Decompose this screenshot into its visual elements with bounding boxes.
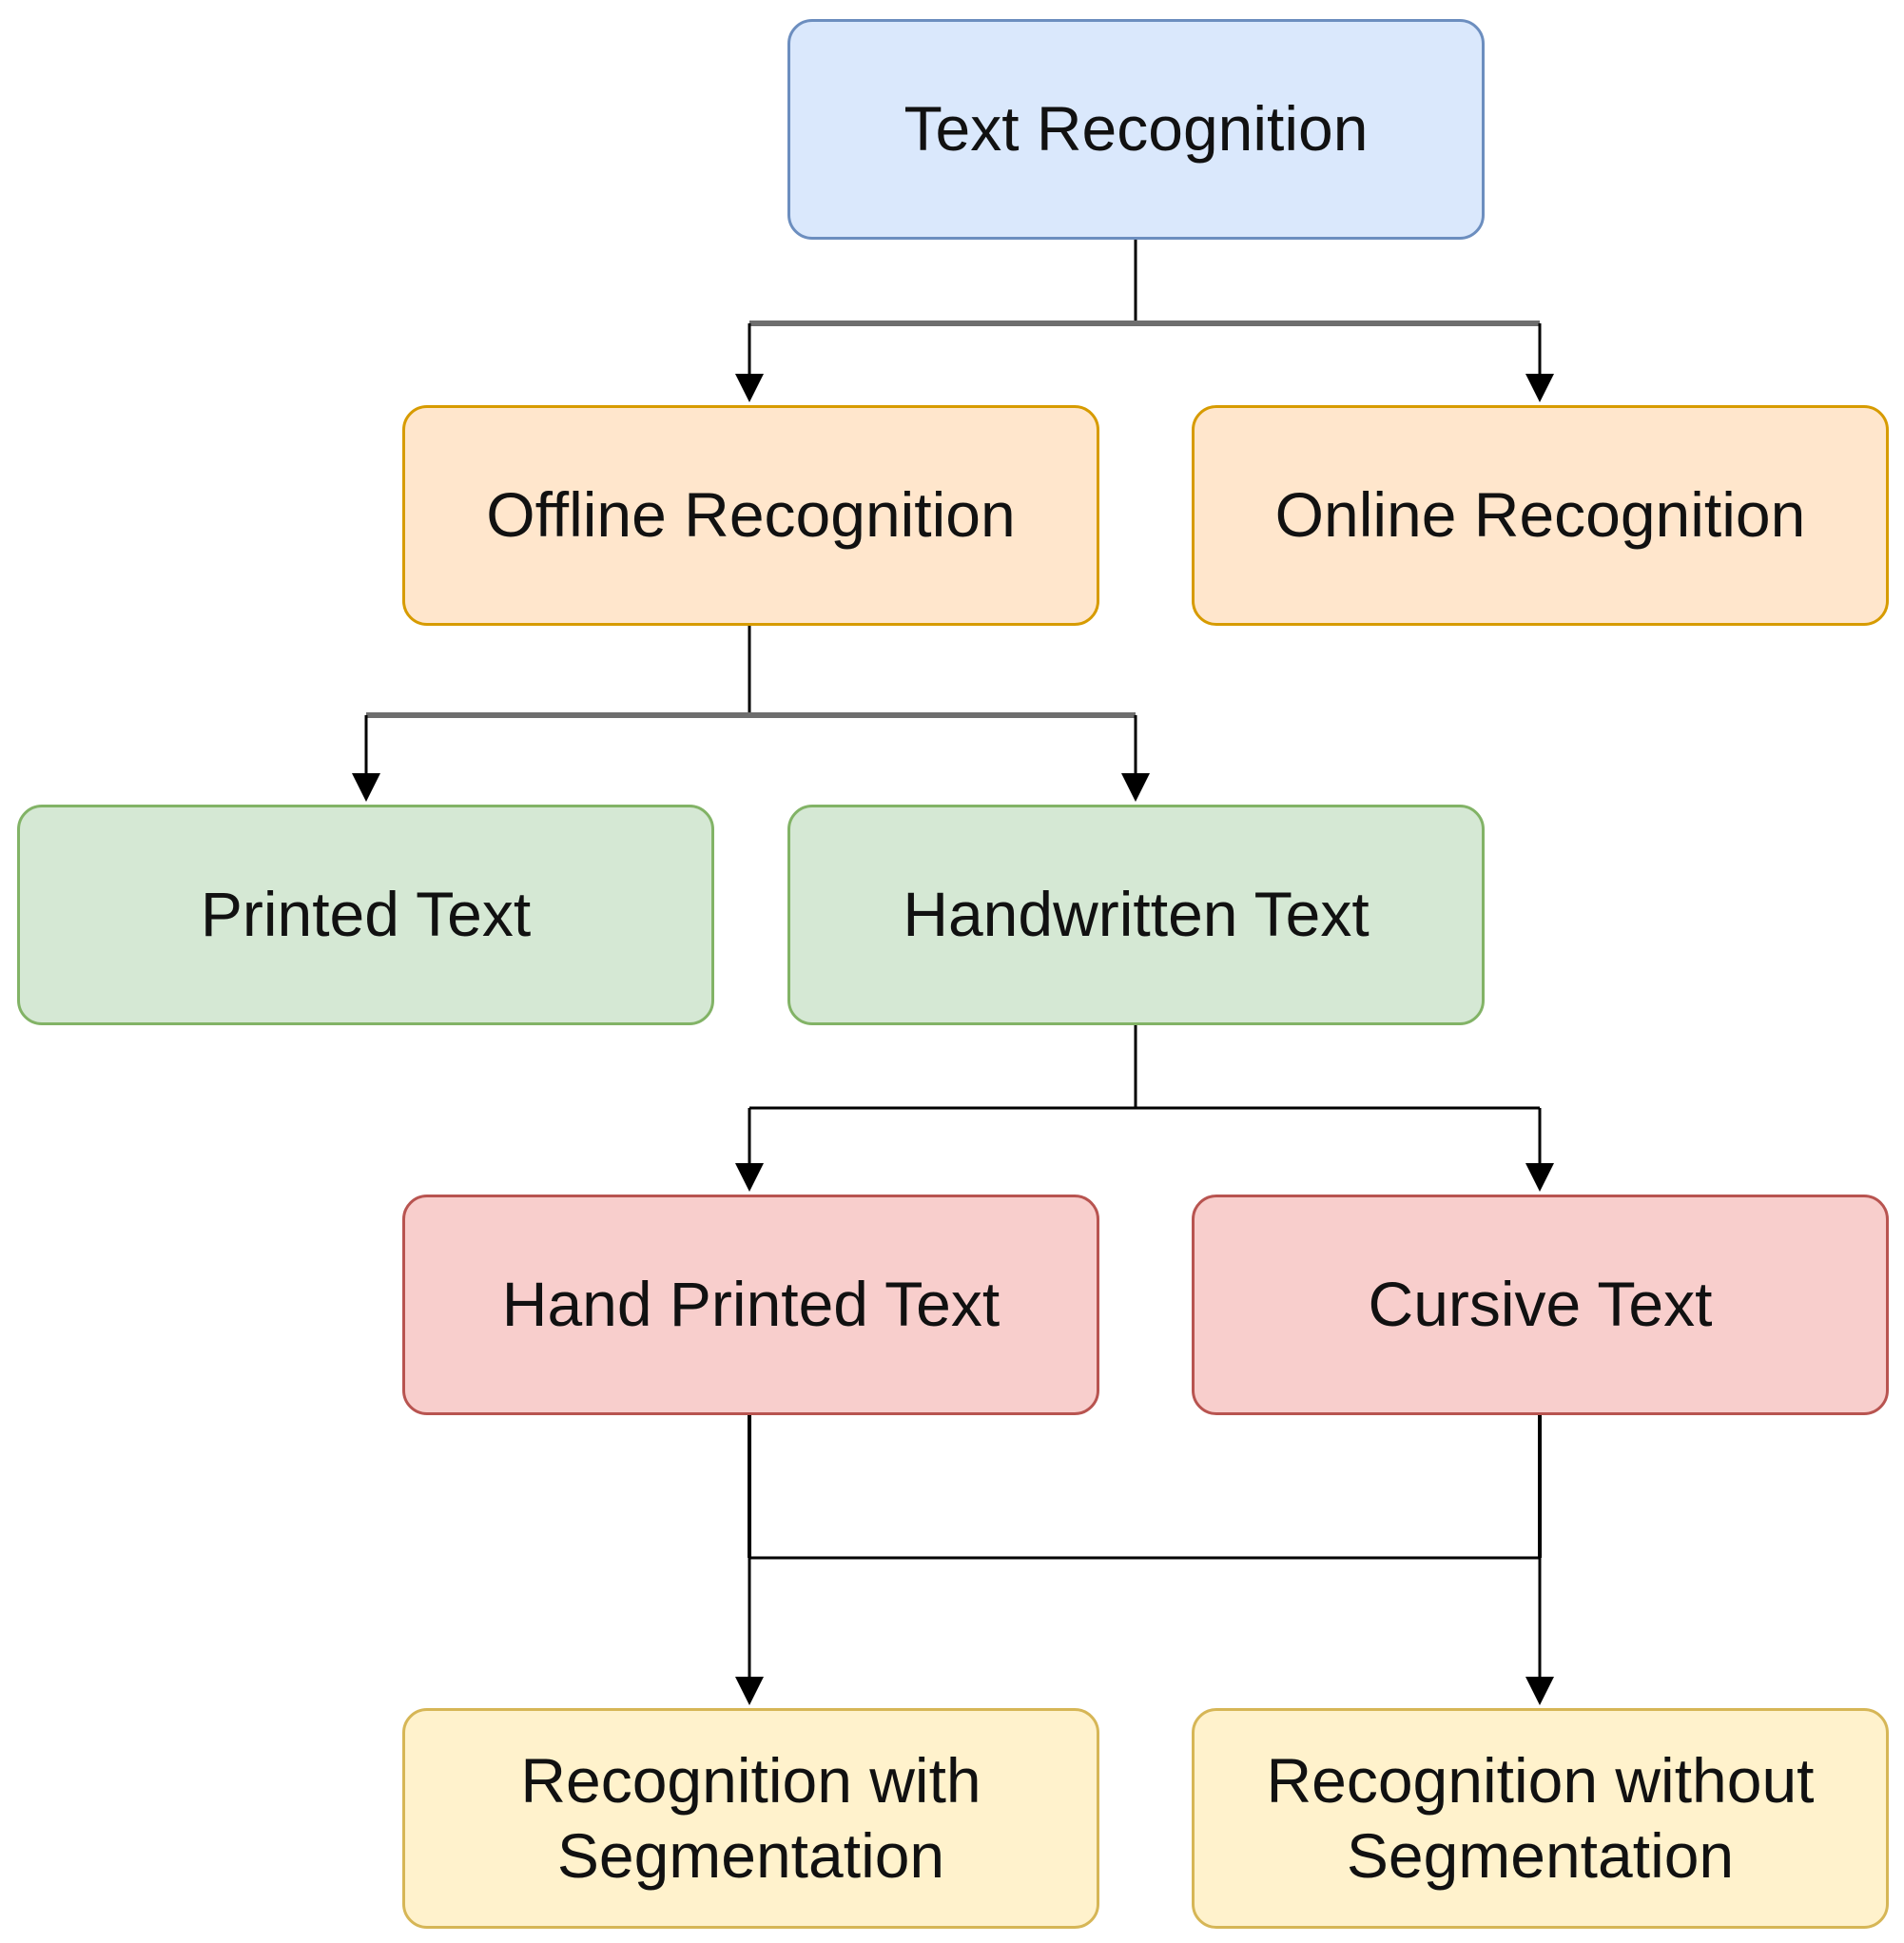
- node-offline-recognition-label: Offline Recognition: [486, 479, 1016, 551]
- node-printed-text-label: Printed Text: [200, 879, 532, 950]
- connector-handwritten-children: [735, 1025, 1554, 1192]
- node-recognition-with-segmentation-label: Recognition with Segmentation: [520, 1744, 981, 1891]
- node-text-recognition: Text Recognition: [787, 19, 1485, 240]
- node-cursive-text-label: Cursive Text: [1368, 1269, 1713, 1340]
- node-recognition-with-segmentation: Recognition with Segmentation: [402, 1708, 1099, 1929]
- node-recognition-without-segmentation-label: Recognition without Segmentation: [1266, 1744, 1815, 1891]
- node-recognition-without-segmentation: Recognition without Segmentation: [1192, 1708, 1889, 1929]
- node-cursive-text: Cursive Text: [1192, 1195, 1889, 1415]
- node-hand-printed-text-label: Hand Printed Text: [501, 1269, 1001, 1340]
- node-online-recognition: Online Recognition: [1192, 405, 1889, 626]
- connector-root-children: [735, 240, 1554, 402]
- node-hand-printed-text: Hand Printed Text: [402, 1195, 1099, 1415]
- connector-segmentation: [735, 1415, 1554, 1705]
- node-offline-recognition: Offline Recognition: [402, 405, 1099, 626]
- node-handwritten-text-label: Handwritten Text: [903, 879, 1370, 950]
- node-text-recognition-label: Text Recognition: [903, 93, 1369, 165]
- node-handwritten-text: Handwritten Text: [787, 805, 1485, 1025]
- node-online-recognition-label: Online Recognition: [1274, 479, 1806, 551]
- connector-offline-children: [352, 626, 1150, 802]
- node-printed-text: Printed Text: [17, 805, 714, 1025]
